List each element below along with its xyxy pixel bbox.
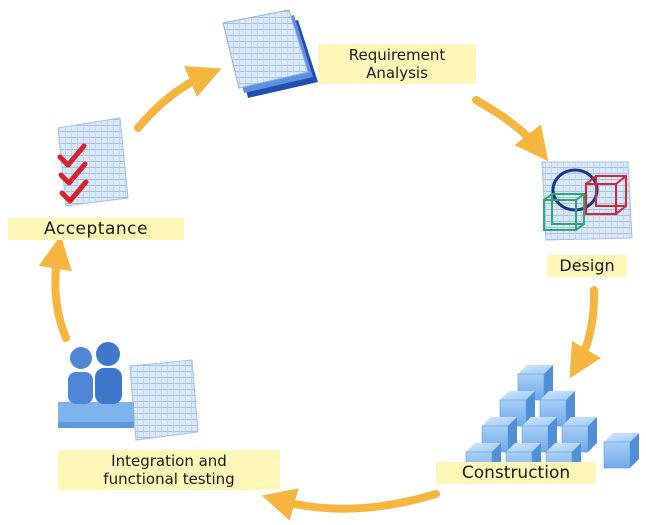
arrow-requirement-to-design xyxy=(472,96,549,162)
cube-block xyxy=(603,433,639,469)
arrow-construction-to-integration xyxy=(261,488,440,521)
design-shapes-icon xyxy=(541,161,633,241)
checklist-icon xyxy=(57,117,129,207)
stage-label-design: Design xyxy=(547,255,627,277)
stage-label-line: Requirement xyxy=(348,46,446,64)
stage-label-acceptance: Acceptance xyxy=(8,218,184,240)
arrow-acceptance-to-requirement xyxy=(134,65,222,132)
stage-label-construction: Construction xyxy=(436,462,596,484)
arrow-integration-to-acceptance xyxy=(38,235,72,342)
stage-label-line: Integration and xyxy=(111,452,227,470)
document-stack-icon xyxy=(222,9,318,98)
stage-label-requirement-analysis: Requirement Analysis xyxy=(318,44,476,84)
stage-label-line: Design xyxy=(559,256,615,275)
stage-label-integration-testing: Integration and functional testing xyxy=(58,450,280,490)
stage-label-line: Acceptance xyxy=(44,219,148,239)
cycle-arrows xyxy=(38,65,601,521)
stage-label-line: functional testing xyxy=(103,470,235,488)
stage-label-line: Construction xyxy=(461,463,571,483)
arrow-design-to-construction xyxy=(569,286,601,379)
stage-label-line: Analysis xyxy=(366,64,428,82)
team-document-icon xyxy=(58,342,199,441)
